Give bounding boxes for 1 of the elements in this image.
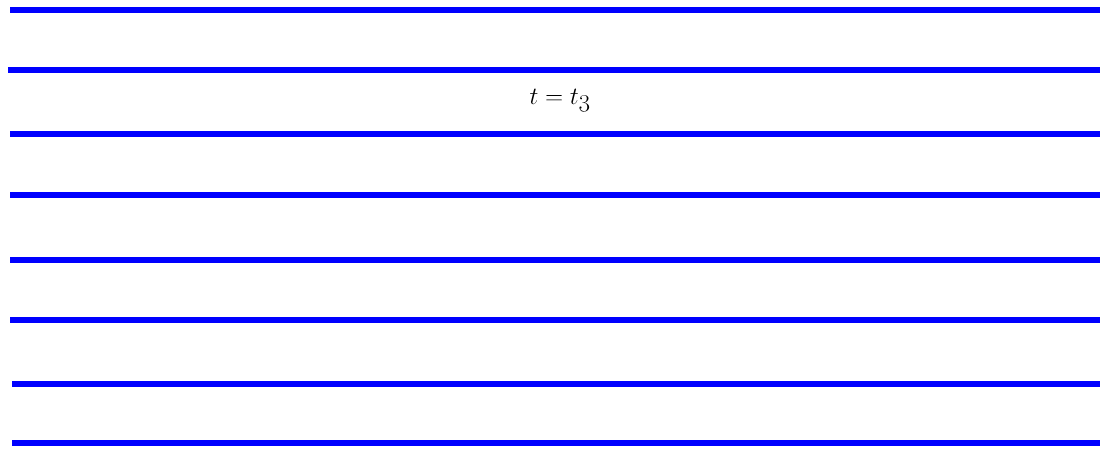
- formula-label: $t = t_3$: [530, 88, 590, 112]
